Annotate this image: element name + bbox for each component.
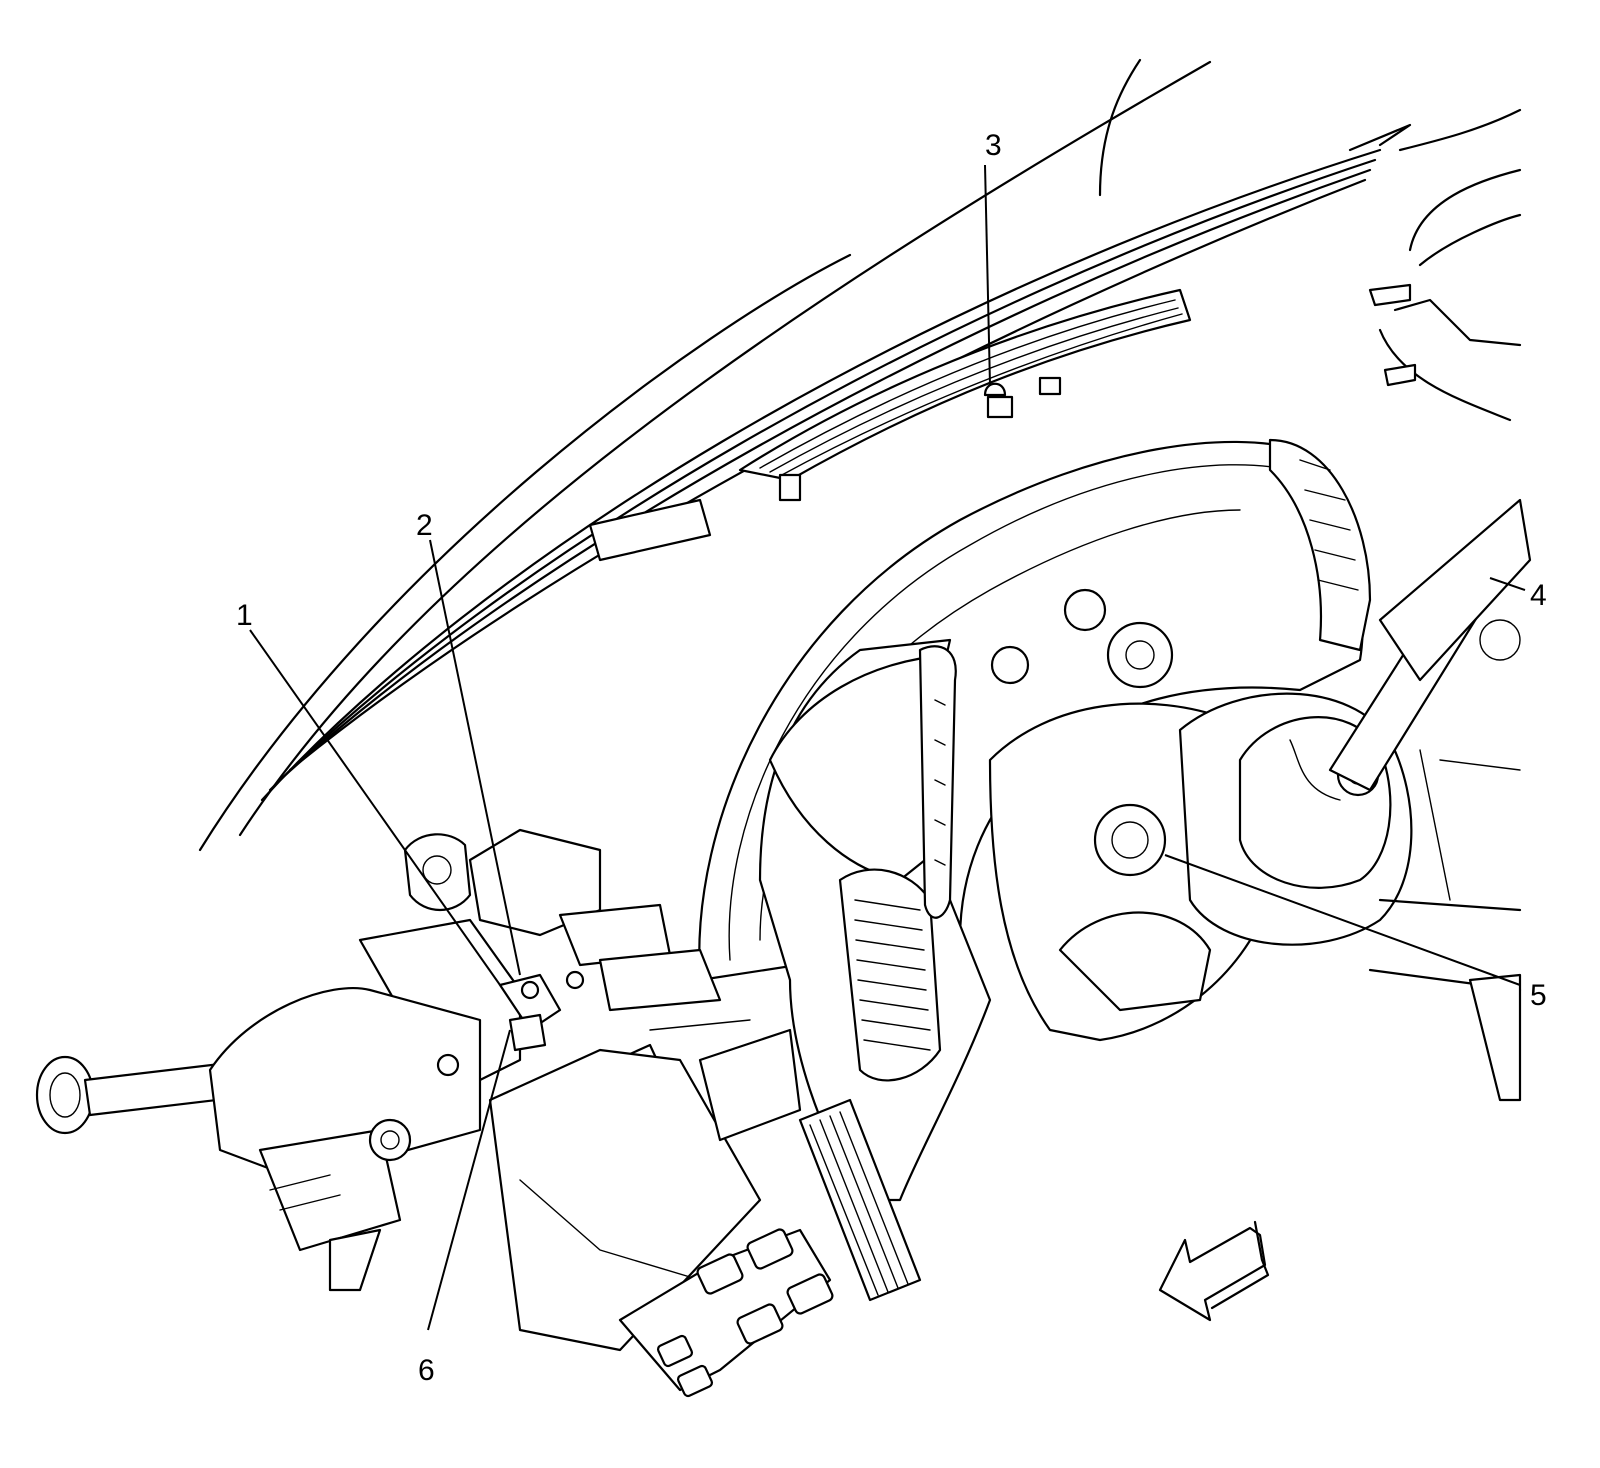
brake-pedal-assembly — [488, 1019, 922, 1398]
callout-labels: 1 2 3 4 5 6 — [236, 129, 1547, 1387]
arrow-left-down-icon — [1158, 1220, 1270, 1322]
callout-2: 2 — [416, 509, 433, 542]
steering-shaft — [35, 987, 482, 1292]
lower-left-panel — [758, 638, 992, 1202]
defroster-grille — [588, 288, 1192, 562]
callout-6: 6 — [418, 1354, 435, 1387]
callout-1: 1 — [236, 599, 253, 632]
callout-5: 5 — [1530, 979, 1547, 1012]
upper-right-assembly — [1368, 168, 1522, 422]
leader-lines — [249, 164, 1526, 1331]
callout-3: 3 — [985, 129, 1002, 162]
callout-4: 4 — [1530, 579, 1547, 612]
